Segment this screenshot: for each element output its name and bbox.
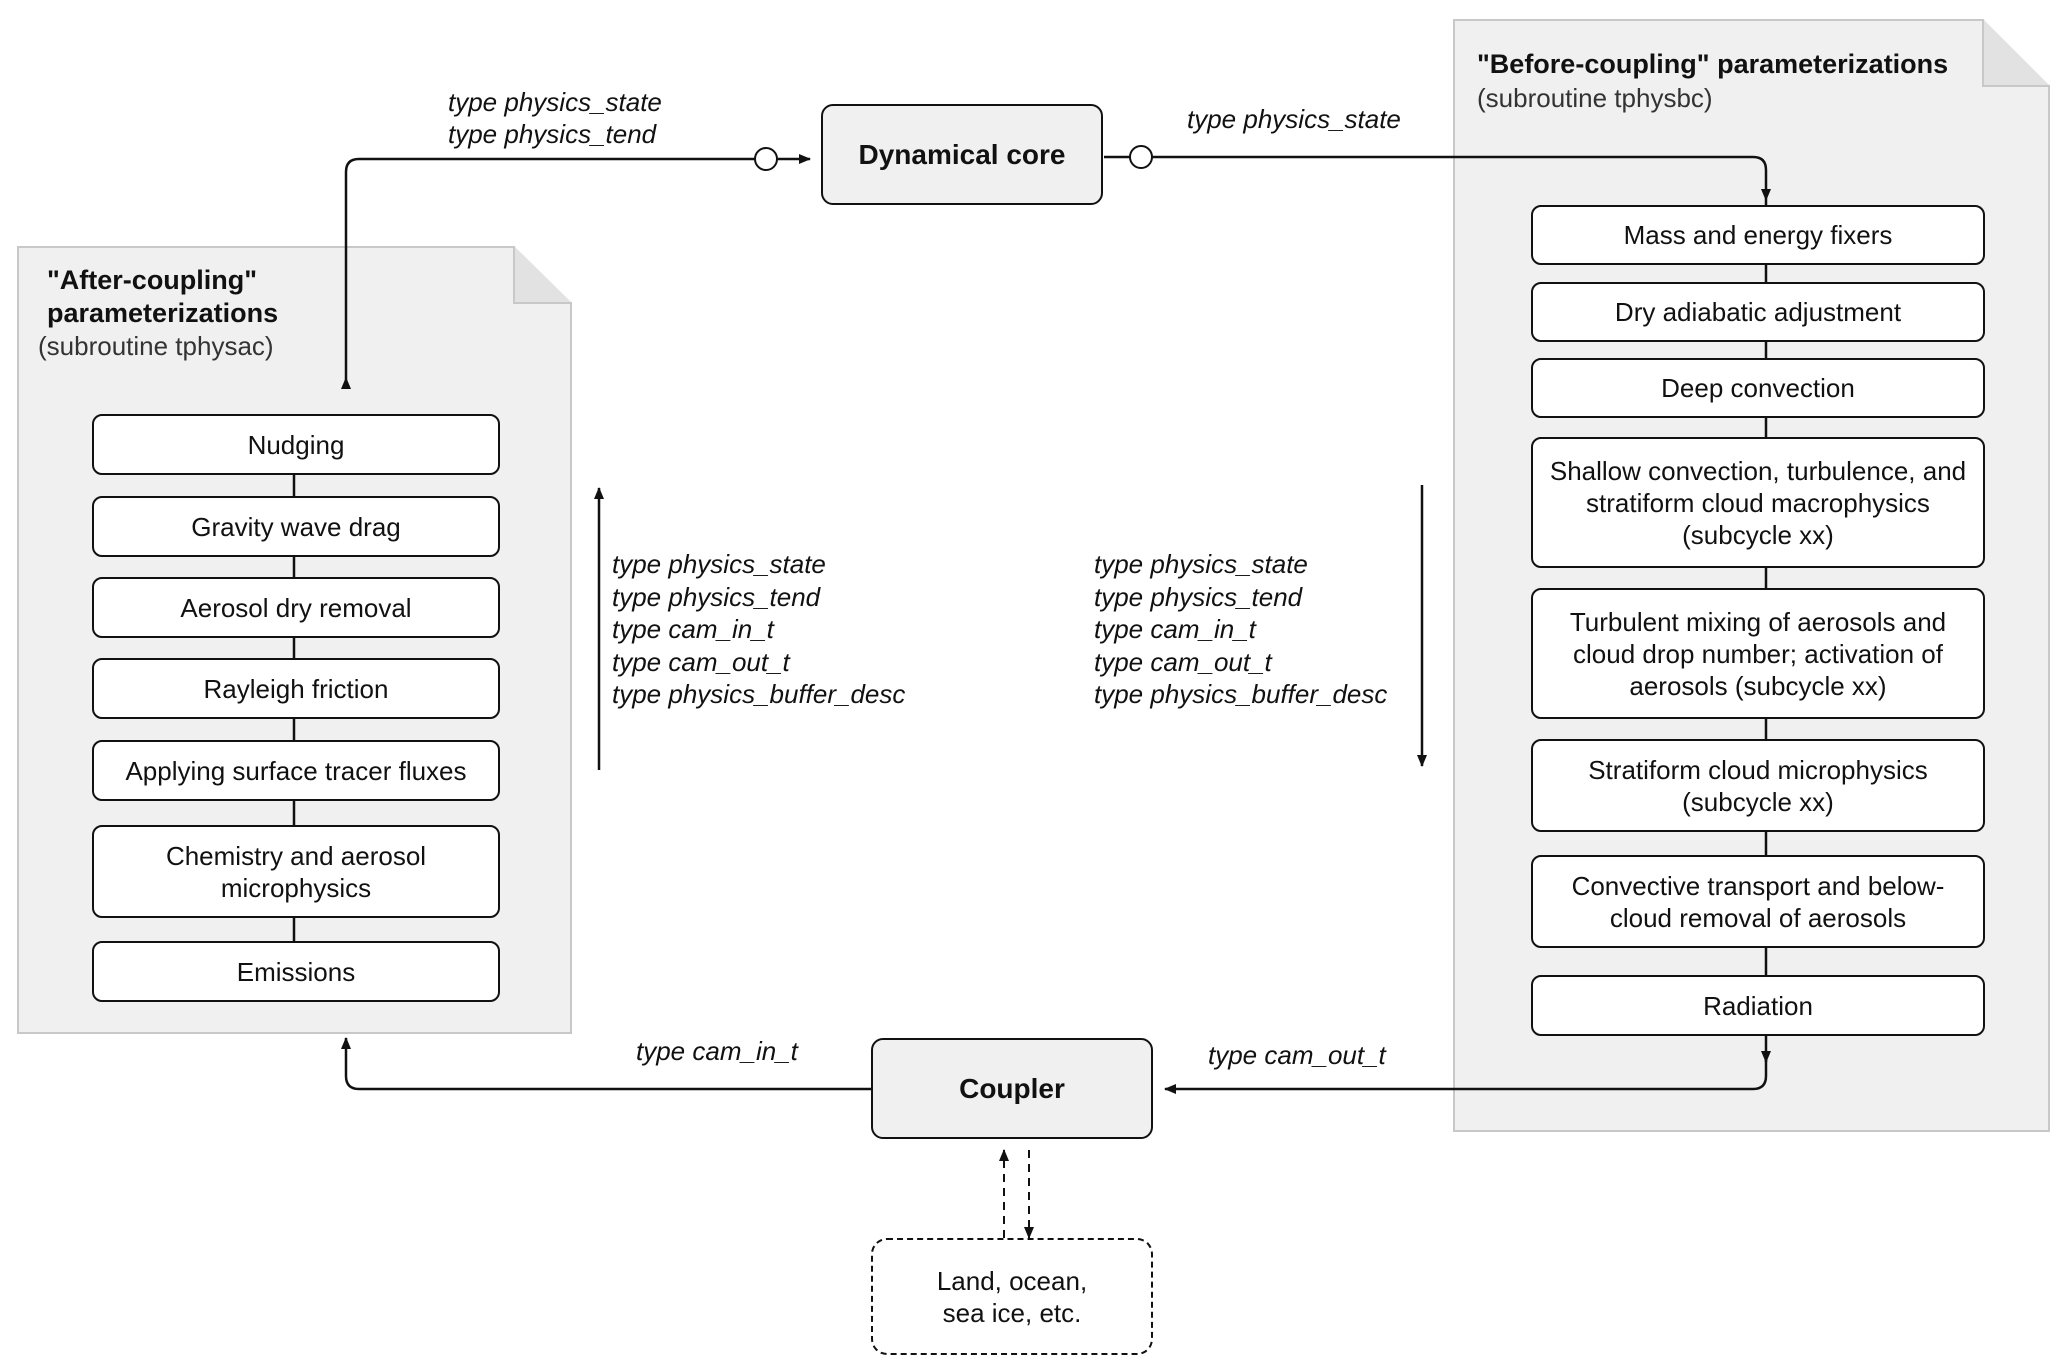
label-bottom-left: type cam_in_t bbox=[636, 1036, 798, 1066]
port-core-out bbox=[1129, 145, 1153, 169]
step-turbulent-mixing: Turbulent mixing of aerosols and cloud d… bbox=[1531, 588, 1985, 719]
after-panel-title-line2: parameterizations bbox=[47, 298, 279, 328]
label-top-right: type physics_state bbox=[1187, 104, 1401, 134]
label-middle-right-4: type cam_out_t bbox=[1094, 647, 1272, 677]
label-middle-left-3: type cam_in_t bbox=[612, 614, 774, 644]
dynamical-core-box: Dynamical core bbox=[821, 104, 1103, 205]
step-dry-adiabatic-adjustment: Dry adiabatic adjustment bbox=[1531, 282, 1985, 342]
step-radiation: Radiation bbox=[1531, 975, 1985, 1036]
step-stratiform-microphysics: Stratiform cloud microphysics (subcycle … bbox=[1531, 739, 1985, 832]
flow-before-to-coupler bbox=[1164, 1058, 1768, 1094]
step-deep-convection: Deep convection bbox=[1531, 358, 1985, 418]
step-shallow-convection: Shallow convection, turbulence, and stra… bbox=[1531, 437, 1985, 568]
label-middle-left-1: type physics_state bbox=[612, 549, 826, 579]
label-middle-left-4: type cam_out_t bbox=[612, 647, 790, 677]
flow-core-to-before bbox=[1104, 155, 1771, 201]
page-fold-before bbox=[1982, 19, 2050, 87]
label-middle-right-3: type cam_in_t bbox=[1094, 614, 1256, 644]
before-panel-subtitle: (subroutine tphysbc) bbox=[1477, 83, 1713, 113]
external-components-box: Land, ocean, sea ice, etc. bbox=[871, 1238, 1153, 1355]
step-convective-transport: Convective transport and below-cloud rem… bbox=[1531, 855, 1985, 948]
label-middle-right-1: type physics_state bbox=[1094, 549, 1308, 579]
label-top-left-1: type physics_state bbox=[448, 87, 662, 117]
label-middle-left-5: type physics_buffer_desc bbox=[612, 679, 906, 709]
flow-after-to-core bbox=[344, 154, 811, 378]
step-nudging: Nudging bbox=[92, 414, 500, 475]
step-mass-energy-fixers: Mass and energy fixers bbox=[1531, 205, 1985, 265]
page-fold-after bbox=[513, 246, 572, 304]
step-chemistry-aerosol: Chemistry and aerosol microphysics bbox=[92, 825, 500, 918]
before-panel-title: "Before-coupling" parameterizations bbox=[1477, 49, 1949, 79]
step-rayleigh-friction: Rayleigh friction bbox=[92, 658, 500, 719]
after-panel-subtitle: (subroutine tphysac) bbox=[38, 331, 274, 361]
step-gravity-wave-drag: Gravity wave drag bbox=[92, 496, 500, 557]
label-middle-right-2: type physics_tend bbox=[1094, 582, 1303, 612]
step-surface-tracer-fluxes: Applying surface tracer fluxes bbox=[92, 740, 500, 801]
label-middle-left-2: type physics_tend bbox=[612, 582, 821, 612]
label-middle-right-5: type physics_buffer_desc bbox=[1094, 679, 1388, 709]
flow-coupler-to-after bbox=[341, 1037, 936, 1091]
step-emissions: Emissions bbox=[92, 941, 500, 1002]
port-core-in bbox=[754, 147, 778, 171]
step-aerosol-dry-removal: Aerosol dry removal bbox=[92, 577, 500, 638]
label-top-left-2: type physics_tend bbox=[448, 119, 657, 149]
coupler-box: Coupler bbox=[871, 1038, 1153, 1139]
label-bottom-right: type cam_out_t bbox=[1208, 1040, 1386, 1070]
after-panel-title-line1: "After-coupling" bbox=[47, 265, 258, 295]
